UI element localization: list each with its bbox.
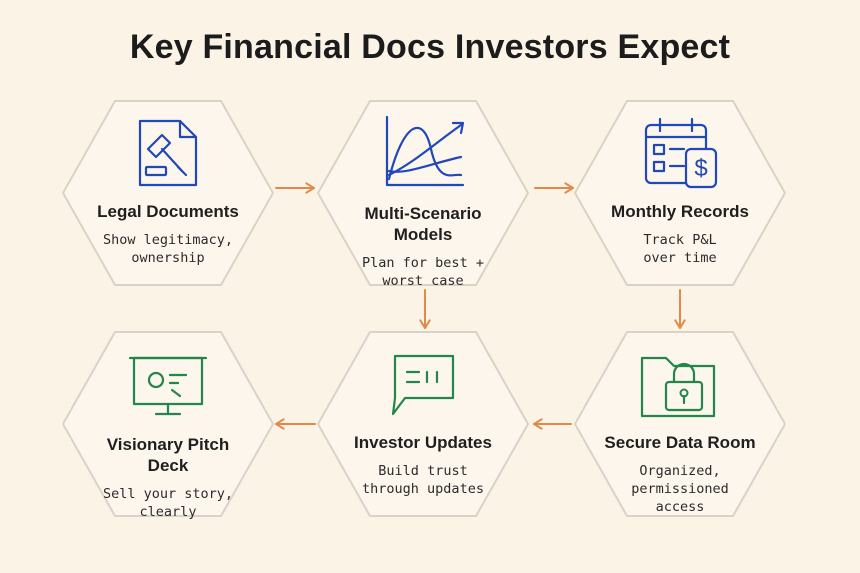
hexagon-shape	[316, 331, 530, 517]
step-description: ownership	[131, 250, 204, 266]
step-description: permissioned	[631, 481, 729, 497]
step-title: Legal Documents	[97, 202, 239, 221]
step-description: Build trust	[378, 463, 467, 479]
step-description: Track P&L	[643, 232, 716, 248]
flow-arrow	[534, 182, 574, 194]
flow-arrow	[419, 289, 431, 329]
step-title: Monthly Records	[611, 202, 749, 221]
step-title: Secure Data Room	[604, 433, 755, 452]
step-description: over time	[643, 250, 716, 266]
step-title: Visionary Pitch	[107, 435, 230, 454]
diagram-title: Key Financial Docs Investors Expect	[129, 28, 731, 66]
step-description: Plan for best +	[362, 255, 484, 271]
flow-arrow	[275, 418, 316, 430]
hexagon-shape	[61, 100, 275, 286]
flow-arrow	[533, 418, 572, 430]
hexagon-shape	[573, 100, 787, 286]
step-title: Investor Updates	[354, 433, 492, 452]
step-description: Show legitimacy,	[103, 232, 233, 248]
scenario-chart-icon	[385, 115, 465, 187]
hexagon-shape	[316, 100, 530, 286]
legal-document-gavel-icon	[138, 119, 198, 187]
step-title: Multi-Scenario	[364, 204, 481, 223]
hexagon-shape	[573, 331, 787, 517]
presentation-board-icon	[128, 356, 208, 416]
step-description: clearly	[140, 504, 197, 520]
flow-arrow	[674, 289, 686, 329]
svg-text:$: $	[694, 155, 707, 182]
step-title: Models	[394, 225, 453, 244]
locked-folder-icon	[640, 356, 716, 418]
chat-update-icon	[391, 354, 455, 416]
step-description: access	[656, 499, 705, 515]
hexagon-shape	[61, 331, 275, 517]
calendar-dollar-icon: $	[644, 117, 718, 189]
step-description: Sell your story,	[103, 486, 233, 502]
step-description: worst case	[382, 273, 463, 289]
step-description: Organized,	[639, 463, 720, 479]
flow-arrow	[275, 182, 315, 194]
step-title: Deck	[148, 456, 189, 475]
step-description: through updates	[362, 481, 484, 497]
